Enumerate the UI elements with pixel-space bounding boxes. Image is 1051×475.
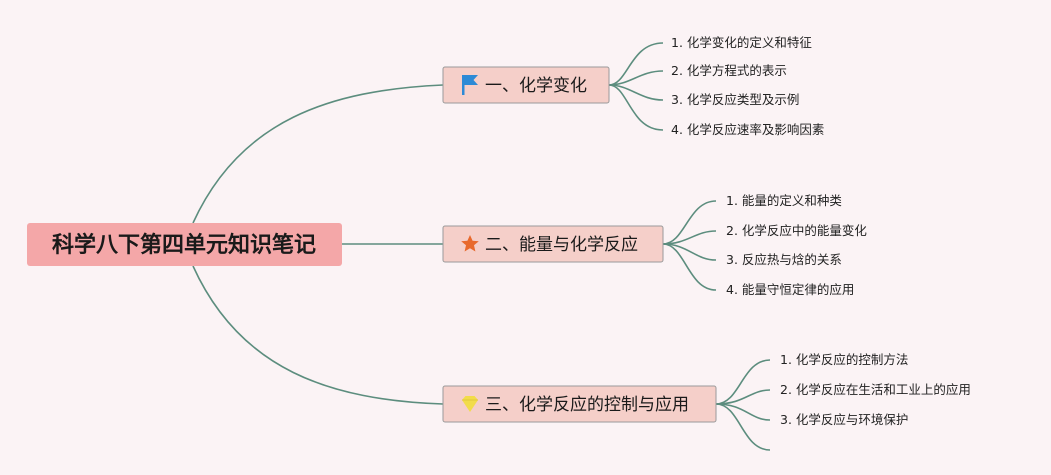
subtopic-3-2[interactable]: 2. 化学反应在生活和工业上的应用 xyxy=(780,382,971,397)
subtopic-1-2[interactable]: 2. 化学方程式的表示 xyxy=(671,63,787,78)
subtopic-2-3[interactable]: 3. 反应热与焓的关系 xyxy=(726,252,842,267)
root-topic-label: 科学八下第四单元知识笔记 xyxy=(52,232,316,258)
branch-1-leaf-connectors xyxy=(608,42,664,131)
root-topic[interactable]: 科学八下第四单元知识笔记 xyxy=(27,223,342,266)
subtopic-1-1[interactable]: 1. 化学变化的定义和特征 xyxy=(671,35,812,50)
branch-topic-1[interactable]: 一、化学变化 xyxy=(442,66,610,104)
star-icon xyxy=(461,235,479,252)
branch-topic-2[interactable]: 二、能量与化学反应 xyxy=(442,225,664,263)
root-to-branch-3-connector xyxy=(192,265,444,405)
branch-topic-2-label: 二、能量与化学反应 xyxy=(485,235,638,255)
branch-3-leaf-connectors xyxy=(715,359,771,451)
subtopic-3-1[interactable]: 1. 化学反应的控制方法 xyxy=(780,352,908,367)
branch-2-leaf-connectors xyxy=(662,200,717,291)
subtopic-2-1[interactable]: 1. 能量的定义和种类 xyxy=(726,193,842,208)
branch-topic-3[interactable]: 三、化学反应的控制与应用 xyxy=(442,385,717,423)
flag-icon xyxy=(462,75,478,95)
subtopic-3-3[interactable]: 3. 化学反应与环境保护 xyxy=(780,412,908,427)
subtopic-2-4[interactable]: 4. 能量守恒定律的应用 xyxy=(726,282,854,297)
branch-topic-3-label: 三、化学反应的控制与应用 xyxy=(485,395,689,415)
subtopic-1-3[interactable]: 3. 化学反应类型及示例 xyxy=(671,92,799,107)
diamond-icon xyxy=(462,396,478,412)
root-to-branch-1-connector xyxy=(192,84,444,224)
subtopic-2-2[interactable]: 2. 化学反应中的能量变化 xyxy=(726,223,867,238)
subtopic-1-4[interactable]: 4. 化学反应速率及影响因素 xyxy=(671,122,824,137)
branch-topic-1-label: 一、化学变化 xyxy=(485,76,587,96)
